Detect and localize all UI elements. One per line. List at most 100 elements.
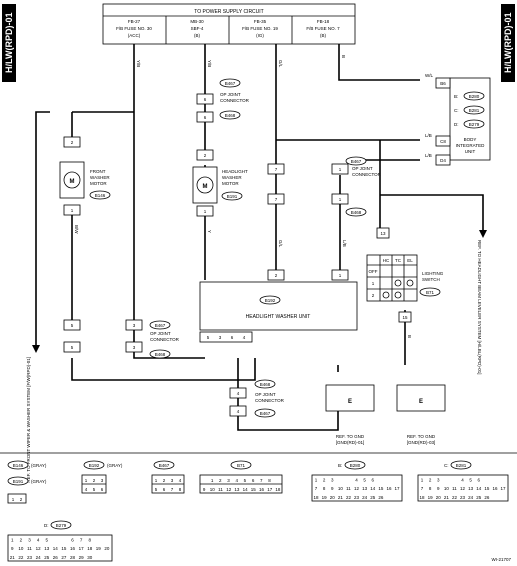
pin-number: 3 bbox=[437, 478, 440, 483]
pin-number: 26 bbox=[53, 555, 59, 560]
svg-text:FB-35: FB-35 bbox=[254, 19, 267, 24]
pin-number: 18 bbox=[314, 495, 320, 500]
pin-number: 12 bbox=[460, 486, 466, 491]
pin-number: 16 bbox=[70, 546, 76, 551]
pin-number: 20 bbox=[330, 495, 336, 500]
fuse-fb27: FB-27 F/B FUSE NO. 30 (ACC) bbox=[116, 19, 152, 38]
pin-number: 8 bbox=[88, 538, 91, 543]
pin-number: 21 bbox=[338, 495, 344, 500]
pin-number: 16 bbox=[259, 487, 265, 492]
pin-number: 11 bbox=[218, 487, 223, 492]
svg-text:OP JOINT: OP JOINT bbox=[220, 92, 241, 97]
svg-text:2: 2 bbox=[204, 153, 207, 158]
svg-text:E: E bbox=[419, 399, 423, 405]
svg-text:HC: HC bbox=[383, 258, 390, 263]
svg-text:REF. TO GND: REF. TO GND bbox=[407, 434, 436, 439]
front-washer-motor: 2 M 1 FRONT WASHER MOTOR B146 bbox=[59, 136, 111, 216]
svg-text:B:: B: bbox=[338, 463, 342, 468]
pin-number: 5 bbox=[45, 538, 48, 543]
svg-text:B: B bbox=[341, 55, 346, 58]
pin-number: 16 bbox=[386, 486, 392, 491]
pin-number: 8 bbox=[323, 486, 326, 491]
pin-number: 8 bbox=[268, 478, 271, 483]
pin-number: 8 bbox=[429, 486, 432, 491]
svg-text:B281: B281 bbox=[456, 463, 467, 468]
pin-number: 17 bbox=[79, 546, 85, 551]
svg-text:(IG): (IG) bbox=[256, 33, 264, 38]
svg-text:EL: EL bbox=[407, 258, 413, 263]
pin-number: 24 bbox=[362, 495, 368, 500]
svg-text:CONNECTOR: CONNECTOR bbox=[255, 398, 285, 403]
svg-text:B71: B71 bbox=[426, 290, 435, 295]
pin-number: 10 bbox=[338, 486, 344, 491]
svg-text:OP JOINT: OP JOINT bbox=[352, 166, 373, 171]
svg-text:5: 5 bbox=[93, 487, 96, 492]
svg-text:FRONT: FRONT bbox=[90, 169, 106, 174]
svg-text:7: 7 bbox=[275, 167, 278, 172]
arrow-front-wiper bbox=[32, 345, 40, 353]
svg-text:D:: D: bbox=[454, 122, 459, 127]
pin-number: 18 bbox=[420, 495, 426, 500]
svg-text:OP JOINT: OP JOINT bbox=[255, 392, 276, 397]
svg-text:B468: B468 bbox=[155, 352, 166, 357]
svg-text:FB-18: FB-18 bbox=[317, 19, 330, 24]
pin-number: 12 bbox=[354, 486, 360, 491]
body-integrated-unit: B6 C8 D4 B: B280 C: B281 D: B279 BODY IN… bbox=[435, 77, 491, 166]
svg-text:MOTOR: MOTOR bbox=[222, 181, 239, 186]
pin-number: 2 bbox=[219, 478, 222, 483]
svg-text:W/L: W/L bbox=[425, 73, 433, 78]
svg-text:B468: B468 bbox=[260, 382, 271, 387]
svg-text:SWITCH: SWITCH bbox=[422, 277, 440, 282]
pin-number: 25 bbox=[44, 555, 50, 560]
op-joint-connector-mid: 5 3 5 3 B467 OP JOINT CONNECTOR B468 bbox=[63, 319, 180, 359]
legend-b146: B146 (GRAY) B191 (GRAY) 1 2 bbox=[7, 460, 47, 504]
svg-text:M: M bbox=[70, 179, 75, 185]
pin-number: 1 bbox=[11, 538, 14, 543]
svg-text:2: 2 bbox=[275, 273, 278, 278]
svg-text:B71: B71 bbox=[237, 463, 246, 468]
svg-text:4: 4 bbox=[179, 478, 182, 483]
svg-text:D4: D4 bbox=[440, 158, 446, 163]
svg-text:15: 15 bbox=[402, 315, 408, 320]
fuse-fb35: FB-35 F/B FUSE NO. 19 (IG) bbox=[242, 19, 278, 38]
svg-text:1: 1 bbox=[204, 209, 207, 214]
ground-left: E REF. TO GND [GND(RD)-01] bbox=[325, 384, 375, 445]
svg-text:G/L: G/L bbox=[278, 60, 283, 68]
svg-text:UNIT: UNIT bbox=[465, 149, 476, 154]
svg-text:F/B FUSE NO. 7: F/B FUSE NO. 7 bbox=[306, 26, 340, 31]
pin-number: 12 bbox=[226, 487, 232, 492]
pin-number: 13 bbox=[362, 486, 368, 491]
pin-number: 14 bbox=[476, 486, 482, 491]
op-joint-connector-top: 6 6 B467 OP JOINT CONNECTOR B468 bbox=[196, 78, 250, 123]
svg-text:B467: B467 bbox=[155, 323, 166, 328]
svg-text:(GRAY): (GRAY) bbox=[31, 463, 47, 468]
pin-number: 3 bbox=[28, 538, 31, 543]
pin-number: 5 bbox=[244, 478, 247, 483]
svg-text:L/B: L/B bbox=[425, 153, 432, 158]
svg-text:3: 3 bbox=[101, 478, 104, 483]
svg-text:Y: Y bbox=[207, 230, 212, 233]
svg-text:MOTOR: MOTOR bbox=[90, 181, 107, 186]
svg-text:F/B FUSE NO. 30: F/B FUSE NO. 30 bbox=[116, 26, 152, 31]
svg-text:B467: B467 bbox=[159, 463, 170, 468]
pin-number: 20 bbox=[436, 495, 442, 500]
svg-text:B6: B6 bbox=[440, 81, 446, 86]
pin-number: 5 bbox=[469, 478, 472, 483]
legend-b192: B192 (GRAY) 1 2 3 4 5 6 bbox=[81, 460, 123, 494]
svg-text:TC: TC bbox=[395, 258, 402, 263]
svg-text:G/L: G/L bbox=[278, 240, 283, 248]
svg-text:E: E bbox=[348, 399, 352, 405]
pin-number: 27 bbox=[61, 555, 67, 560]
svg-text:2: 2 bbox=[93, 478, 96, 483]
svg-text:B468: B468 bbox=[351, 210, 362, 215]
svg-text:INTEGRATED: INTEGRATED bbox=[456, 143, 485, 148]
svg-text:C:: C: bbox=[454, 108, 459, 113]
pin-number: 1 bbox=[315, 478, 318, 483]
pin-number: 7 bbox=[315, 486, 318, 491]
pin-number: 4 bbox=[355, 478, 358, 483]
wire-labels: Y/B Y/B G/L B B/W Y G/L L/B W/L L/B L/B … bbox=[74, 55, 433, 338]
pin-number: 26 bbox=[378, 495, 384, 500]
svg-text:F/B FUSE NO. 19: F/B FUSE NO. 19 bbox=[242, 26, 278, 31]
pin-number: 9 bbox=[331, 486, 334, 491]
